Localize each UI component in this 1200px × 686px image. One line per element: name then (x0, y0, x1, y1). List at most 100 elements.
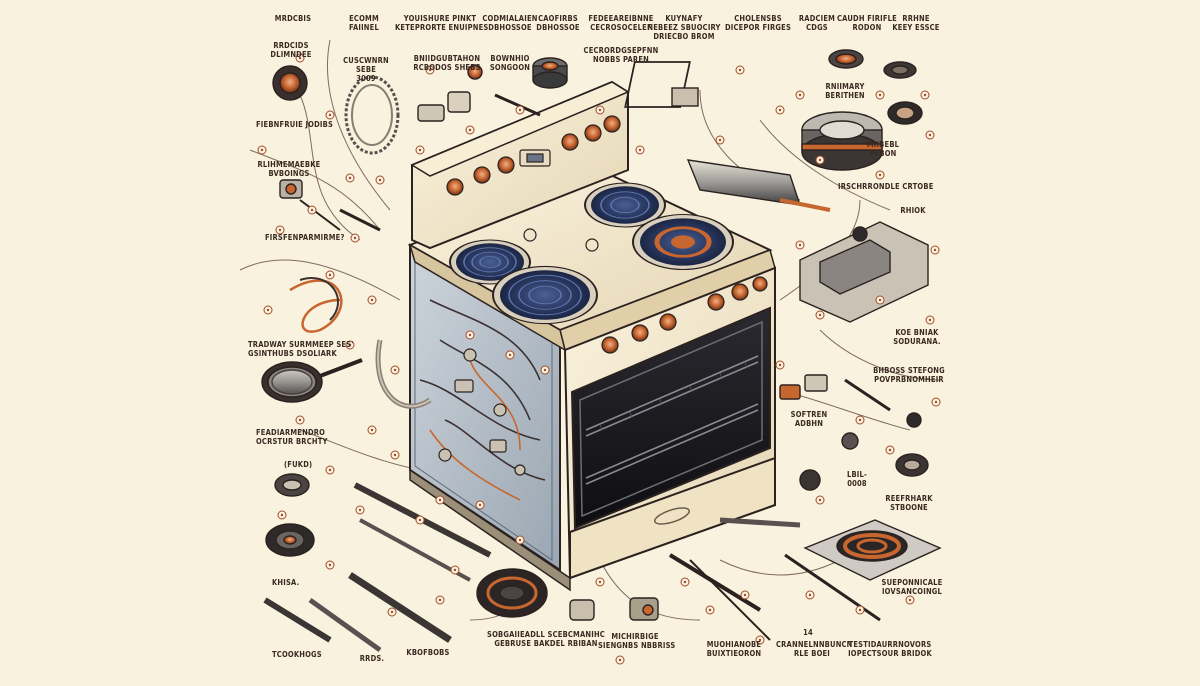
callout-marker-dot (928, 318, 932, 322)
callout-marker-dot (348, 176, 352, 180)
callout-marker-dot (598, 580, 602, 584)
callout-marker-dot (878, 173, 882, 177)
callout-marker-dot (390, 610, 394, 614)
callout-marker-dot (438, 598, 442, 602)
label-23: FIRSFENPARMIRME? (265, 233, 345, 242)
callout-marker-dot (878, 93, 882, 97)
label-21: IRSCHRRONDLE CRTOBE (838, 182, 934, 191)
callout-marker-dot (798, 93, 802, 97)
label-40: KBOFBOBS (406, 648, 450, 657)
callout-marker-dot (266, 308, 270, 312)
callout-marker-dot (468, 128, 472, 132)
control-knobs (446, 115, 768, 354)
label-30: REEFRHARK STBOONE (885, 494, 933, 512)
callout-marker-dot (928, 133, 932, 137)
label-33: MICHIRBIGE SIENGNBS NBBRISS (598, 632, 676, 650)
label-10: CAUDH FIRIFLE RODON (837, 14, 897, 32)
label-32: SOBGAIIEADLL SCEBCMANIHC GEBRUSE BAKDEL … (487, 630, 605, 648)
callout-marker-dot (543, 368, 547, 372)
callout-marker-dot (280, 513, 284, 517)
label-38: TCOOKHOGS (272, 650, 322, 659)
label-22: RHIOK (900, 206, 926, 215)
label-7: KUYNAFY NEBEEZ SBUOCIRY DRIECBO BROM (647, 14, 721, 41)
callout-marker-dot (683, 580, 687, 584)
callout-marker-dot (908, 598, 912, 602)
callout-marker-dot (358, 508, 362, 512)
label-3: YOUISHURE PINKT KETEPRORTE ENUIPNES (395, 14, 489, 32)
label-5: CAOFIRBS DBHOSSOE (536, 14, 580, 32)
callout-marker-dot (328, 563, 332, 567)
callout-marker-dot (758, 638, 762, 642)
callout-marker-dot (518, 108, 522, 112)
callout-marker-dot (738, 68, 742, 72)
callout-marker-dot (743, 593, 747, 597)
callout-marker-dot (618, 658, 622, 662)
callout-marker-dot (260, 148, 264, 152)
callout-marker-dot (438, 498, 442, 502)
label-39: RRDS. (359, 654, 385, 663)
callout-marker-dot (353, 236, 357, 240)
stove-body (407, 80, 776, 592)
label-15: BOWNHIO SONGOON (489, 54, 531, 72)
label-20: RLIHMEMAEBKE BVBOINGS (257, 160, 321, 178)
callout-marker-dot (598, 108, 602, 112)
callout-marker-dot (638, 148, 642, 152)
callout-marker-dot (348, 343, 352, 347)
callout-marker-dot (888, 448, 892, 452)
label-8: CHOLENSBS DICEPOR FIRGES (724, 14, 792, 32)
label-24: KOE BNIAK SODURANA. (893, 328, 941, 346)
label-37: SUEPONNICALE IOVSANCOINGL (881, 578, 943, 596)
callout-marker-dot (310, 208, 314, 212)
label-27: SOFTREN ADBHN (790, 410, 828, 428)
label-6: FEDEEAREIBNNE CECROSOCELEF (588, 14, 654, 32)
callout-marker-dot (328, 113, 332, 117)
callout-marker-dot (370, 298, 374, 302)
callout-marker-dot (933, 248, 937, 252)
callout-marker-dot (393, 453, 397, 457)
label-2: ECOMM FAIINEL (349, 14, 379, 32)
callout-marker-dot (708, 608, 712, 612)
label-17: RNIIMARY BERITHEN (825, 82, 865, 100)
callout-marker-dot (934, 400, 938, 404)
callout-marker-dot (378, 178, 382, 182)
callout-marker-dot (798, 243, 802, 247)
callout-marker-dot (328, 468, 332, 472)
callout-marker-dot (923, 93, 927, 97)
label-4: CODMIALAIEN DBHOSSOE (482, 14, 538, 32)
label-34: MUOHIANOBE BUIXTIEORON (706, 640, 762, 658)
callout-marker-dot (478, 503, 482, 507)
label-41: (FUKD) (284, 460, 313, 469)
callout-marker-dot (778, 108, 782, 112)
label-36: TESTIDAURRNOVORS IOPECTSOUR BRIDOK (848, 640, 932, 658)
callout-marker-dot (778, 363, 782, 367)
callout-marker-dot (878, 298, 882, 302)
callout-marker-dot (418, 148, 422, 152)
callout-marker-dot (518, 538, 522, 542)
label-18: FIEBNFRUIE JODIBS (256, 120, 334, 129)
callout-markers (257, 53, 941, 665)
label-13: CUSCWNRN SEBE 3009 (343, 56, 389, 83)
callout-marker-dot (453, 568, 457, 572)
label-35: CRANNELNNBUNCN RLE BOEI (776, 640, 853, 658)
callout-marker-dot (298, 418, 302, 422)
label-11: RRHNE KEEY ESSCE (892, 14, 940, 32)
components (261, 49, 942, 653)
callout-marker-dot (278, 228, 282, 232)
label-31: KHISA. (272, 578, 300, 587)
label-28: FEADIARMENDRO OCRSTUR BRCHTY (256, 428, 328, 446)
callout-marker-dot (808, 593, 812, 597)
callout-marker-dot (818, 313, 822, 317)
callout-marker-dot (718, 138, 722, 142)
callout-marker-dot (428, 68, 432, 72)
callout-marker-dot (370, 428, 374, 432)
callout-marker-dot (818, 158, 822, 162)
label-25: TRADWAY SURMMEEP SES' GSINTHUBS DSOLIARK (248, 340, 354, 358)
callout-marker-dot (418, 518, 422, 522)
label-9: RADCIEM CDGS (798, 14, 836, 32)
callout-marker-dot (468, 333, 472, 337)
label-12: RRDCIDS DLIMNDEE (270, 41, 312, 59)
label-14: BNIIDGUBTAHON RCBODOS SHEBS (413, 54, 481, 72)
callout-marker-dot (818, 498, 822, 502)
